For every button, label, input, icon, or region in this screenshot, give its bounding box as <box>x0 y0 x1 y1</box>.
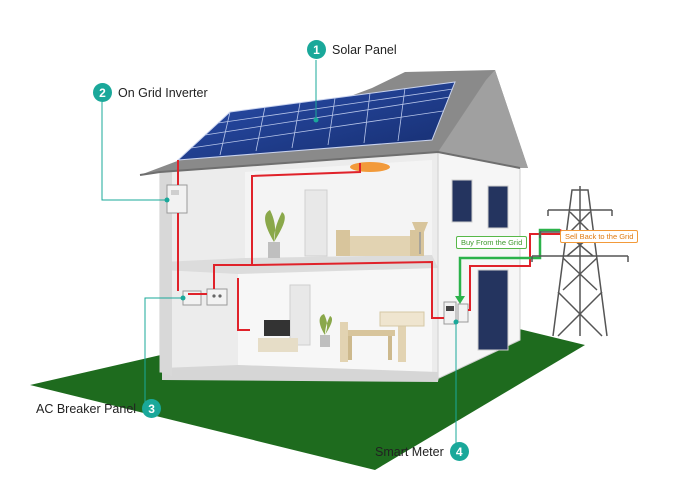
callout-label: AC Breaker Panel <box>36 401 137 416</box>
power-line-red <box>177 160 560 331</box>
power-pylon <box>531 186 629 337</box>
callout-badge: 4 <box>449 442 469 461</box>
callout-leaders <box>101 60 457 446</box>
floor-lamp <box>412 222 428 254</box>
glass-door <box>477 269 509 351</box>
callout-badge: 1 <box>307 40 326 59</box>
sell-back-to-grid-tag: Sell Back to the Grid <box>560 230 639 243</box>
side-window-upper <box>451 179 509 229</box>
callout-badge: 2 <box>93 83 112 102</box>
buy-arrow-head <box>455 296 465 304</box>
roof-ridge <box>438 70 528 168</box>
leader-dot-2 <box>164 197 170 203</box>
callout-solar-panel: 1 Solar Panel <box>307 40 397 59</box>
leader-dot-1 <box>313 117 319 123</box>
callout-label: On Grid Inverter <box>118 85 208 100</box>
callout-ac-breaker-panel: 3 AC Breaker Panel <box>36 399 162 418</box>
callout-badge: 3 <box>142 399 162 418</box>
callout-label: Solar Panel <box>332 42 397 57</box>
buy-from-grid-tag: Buy From the Grid <box>456 236 528 249</box>
plant-lower <box>319 314 333 347</box>
roof-edge <box>139 150 521 176</box>
leader-dot-4 <box>453 319 459 325</box>
left-wall <box>160 170 172 376</box>
dining-table <box>340 322 406 362</box>
leader-dot-3 <box>180 295 186 301</box>
upper-door <box>304 189 328 257</box>
sideboard <box>379 311 425 327</box>
plant-upper <box>265 210 285 258</box>
smart-meter <box>443 301 469 325</box>
ceiling-lamp <box>350 162 390 172</box>
lower-door <box>289 284 311 346</box>
tv <box>258 320 298 352</box>
power-line-green <box>458 228 560 300</box>
inverter <box>166 184 188 214</box>
callout-label: Smart Meter <box>375 444 444 459</box>
callout-on-grid-inverter: 2 On Grid Inverter <box>93 83 208 102</box>
ground-floor <box>162 365 438 382</box>
callout-smart-meter: 4 Smart Meter <box>375 442 469 461</box>
